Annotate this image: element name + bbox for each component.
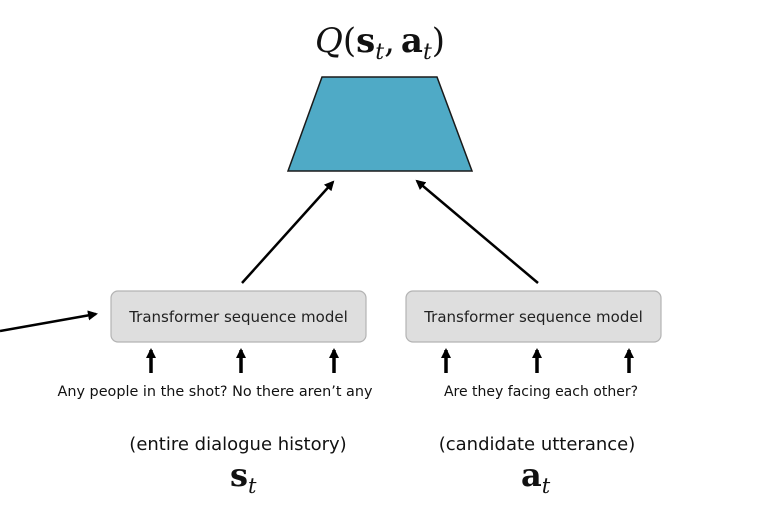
q-head-trapezoid [286, 76, 474, 172]
q-comma: , [384, 21, 395, 61]
dialogue-history-caption: (entire dialogue history) [129, 434, 346, 455]
state-symbol: st [230, 456, 257, 498]
state-symbol-main: s [230, 456, 248, 494]
q-state-symbol: s [356, 21, 375, 61]
left-encoder-to-head-arrow [241, 180, 335, 284]
q-action-symbol: a [401, 21, 423, 61]
state-symbol-subscript: t [248, 474, 257, 498]
action-symbol-subscript: t [542, 474, 551, 498]
candidate-utterance-caption: (candidate utterance) [439, 434, 636, 455]
dialogue-history-text: Any people in the shot? No there aren’t … [58, 384, 373, 400]
candidate-utterance-text: Are they facing each other? [444, 384, 638, 400]
action-symbol: at [521, 456, 551, 498]
left-transformer-box [110, 290, 367, 343]
q-close-paren: ) [432, 21, 445, 61]
q-value-label: Q(st,at) [315, 21, 445, 65]
incoming-left-arrow [0, 310, 98, 333]
right-encoder-to-head-arrow [415, 179, 539, 284]
left-transformer-label: Transformer sequence model [128, 308, 348, 326]
q-action-subscript: t [423, 40, 432, 65]
q-symbol: Q [315, 21, 343, 61]
right-transformer-label: Transformer sequence model [423, 308, 643, 326]
q-open-paren: ( [343, 21, 356, 61]
q-state-subscript: t [375, 40, 384, 65]
right-transformer-box [405, 290, 662, 343]
action-symbol-main: a [521, 456, 542, 494]
